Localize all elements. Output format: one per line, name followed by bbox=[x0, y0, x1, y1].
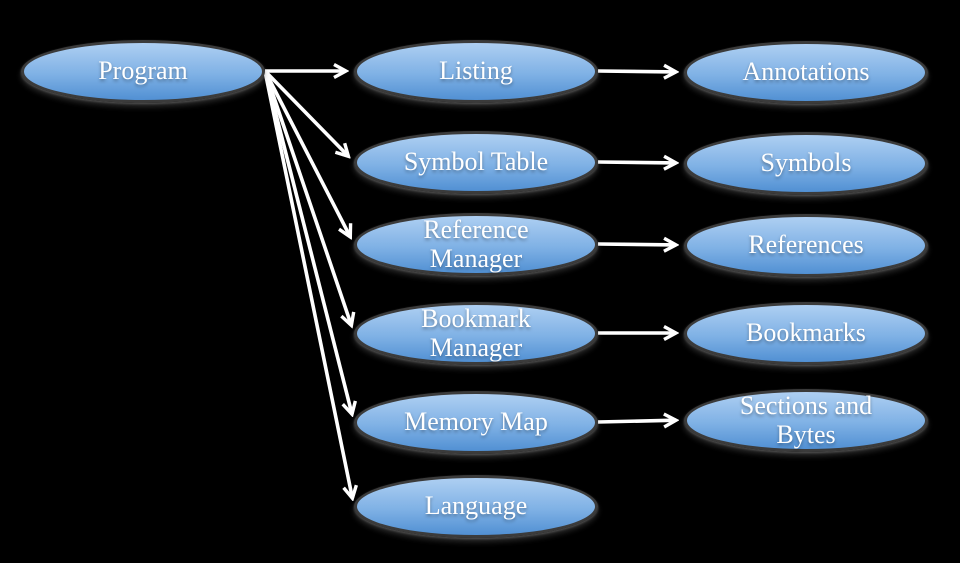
node-label: Symbol Table bbox=[403, 147, 549, 177]
node-symbols: Symbols bbox=[684, 131, 928, 195]
node-sections-and-bytes: Sections and Bytes bbox=[684, 388, 928, 452]
node-label: Listing bbox=[439, 56, 513, 86]
arrow-program-to-symbol-table bbox=[263, 69, 348, 156]
arrow-program-to-memory-map bbox=[263, 70, 352, 414]
node-memory-map: Memory Map bbox=[354, 390, 598, 454]
node-listing: Listing bbox=[354, 39, 598, 103]
node-annotations: Annotations bbox=[684, 40, 928, 104]
arrow-memory-map-to-sections-and-bytes bbox=[597, 420, 676, 422]
arrow-program-to-reference-manager bbox=[263, 70, 350, 237]
node-label: Language bbox=[424, 491, 528, 521]
arrow-program-to-bookmark-manager bbox=[263, 70, 351, 325]
node-label: Sections and Bytes bbox=[739, 390, 873, 449]
node-label: Annotations bbox=[742, 57, 870, 87]
node-label: Reference Manager bbox=[423, 214, 529, 273]
node-label: Program bbox=[98, 56, 188, 86]
node-label: Bookmark Manager bbox=[421, 303, 531, 362]
node-label: Symbols bbox=[760, 148, 852, 178]
arrow-listing-to-annotations bbox=[597, 71, 676, 72]
arrow-program-to-language bbox=[263, 70, 352, 498]
node-symbol-table: Symbol Table bbox=[354, 130, 598, 194]
node-references: References bbox=[684, 213, 928, 277]
node-label: References bbox=[748, 230, 864, 260]
arrow-symbol-table-to-symbols bbox=[597, 162, 676, 163]
node-language: Language bbox=[354, 474, 598, 538]
node-program: Program bbox=[21, 39, 265, 103]
node-label: Bookmarks bbox=[746, 318, 866, 348]
node-bookmarks: Bookmarks bbox=[684, 301, 928, 365]
node-bookmark-manager: Bookmark Manager bbox=[354, 301, 598, 365]
node-reference-manager: Reference Manager bbox=[354, 212, 598, 276]
arrow-reference-manager-to-references bbox=[597, 244, 676, 245]
node-label: Memory Map bbox=[404, 407, 548, 437]
